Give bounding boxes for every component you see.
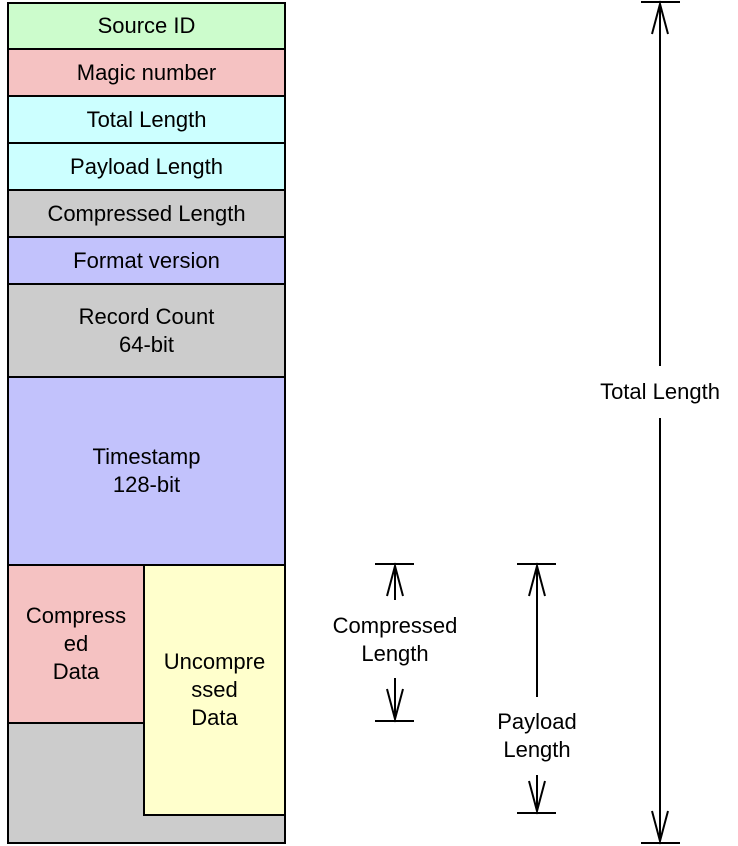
compressed-length-label: Compressed Length xyxy=(47,200,246,226)
total-length-label: Total Length xyxy=(86,106,207,132)
payload-length-label: Payload Length xyxy=(70,153,223,179)
compressed-data-block: Compress ed Data xyxy=(7,564,145,724)
record-count-block: Record Count 64-bit xyxy=(7,283,286,378)
source-id-block: Source ID xyxy=(7,2,286,50)
source-id-label: Source ID xyxy=(97,13,196,38)
uncompressed-data-block: Uncompre ssed Data xyxy=(143,564,286,816)
compressed-length-dimension-label: Compressed Length xyxy=(320,612,470,668)
payload-length-arrow xyxy=(517,562,556,815)
magic-number-label: Magic number xyxy=(76,59,217,85)
timestamp-block: Timestamp 128-bit xyxy=(7,376,286,566)
uncompressed-data-label: Uncompre ssed Data xyxy=(163,649,266,730)
total-length-dimension-label: Total Length xyxy=(590,378,730,406)
total-length-arrow xyxy=(641,0,680,845)
compressed-data-label: Compress ed Data xyxy=(25,603,127,684)
format-version-block: Format version xyxy=(7,236,286,285)
compressed-length-block: Compressed Length xyxy=(7,189,286,238)
timestamp-label: Timestamp 128-bit xyxy=(92,444,201,497)
format-version-label: Format version xyxy=(73,247,220,273)
record-count-label: Record Count 64-bit xyxy=(78,303,215,357)
payload-length-dimension-label: Payload Length xyxy=(470,708,604,764)
compressed-length-arrow xyxy=(375,562,414,723)
